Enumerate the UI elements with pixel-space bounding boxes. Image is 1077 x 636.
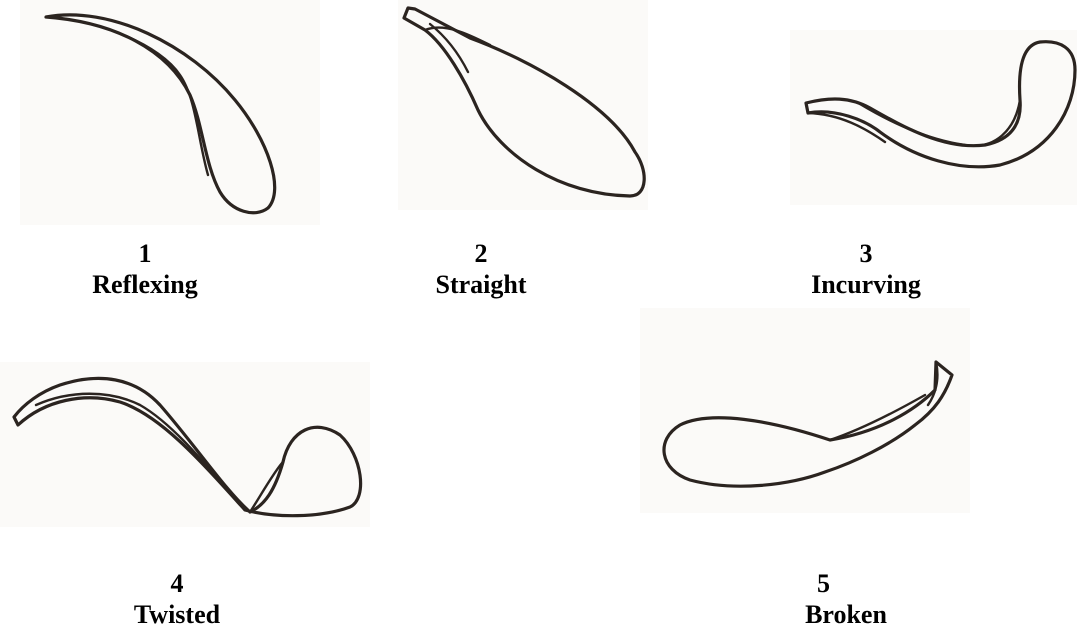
figure-3-number: 3 — [761, 238, 971, 269]
figure-2-caption: 2 Straight — [376, 238, 586, 300]
figure-4-number: 4 — [72, 568, 282, 599]
figure-4-caption: 4 Twisted — [72, 568, 282, 630]
figure-1-number: 1 — [40, 238, 250, 269]
figure-5-caption: 5 Broken — [723, 568, 933, 630]
figure-5-background — [640, 308, 970, 513]
figure-1-label: Reflexing — [40, 269, 250, 300]
figure-4-label: Twisted — [72, 599, 282, 630]
figure-2-number: 2 — [376, 238, 586, 269]
figure-2-label: Straight — [376, 269, 586, 300]
figure-5-number: 5 — [723, 568, 933, 599]
figure-2-background — [398, 0, 648, 210]
figure-5-label: Broken — [723, 599, 933, 630]
figure-1-caption: 1 Reflexing — [40, 238, 250, 300]
figure-3-caption: 3 Incurving — [761, 238, 971, 300]
figure-3-label: Incurving — [761, 269, 971, 300]
